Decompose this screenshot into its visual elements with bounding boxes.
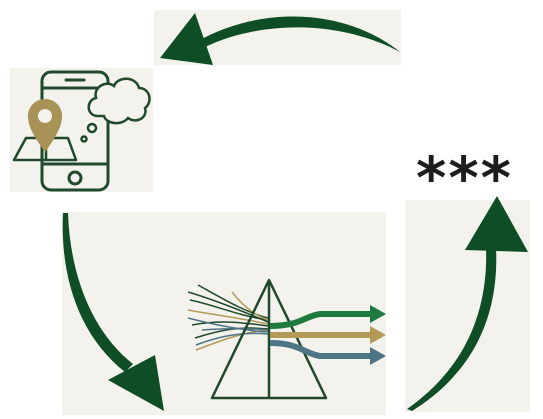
- location-pin-icon: [28, 99, 62, 152]
- top-curved-arrow: [160, 13, 400, 65]
- left-curved-arrow: [62, 213, 164, 411]
- incoming-tangled-lines: [187, 284, 269, 351]
- outgoing-streams: [269, 305, 386, 365]
- thought-cloud-icon: [80, 77, 151, 143]
- smartphone-icon: [40, 70, 110, 192]
- prism-icon: [210, 278, 328, 400]
- right-curved-arrow: [407, 196, 528, 411]
- rating-stars: ***: [416, 144, 513, 212]
